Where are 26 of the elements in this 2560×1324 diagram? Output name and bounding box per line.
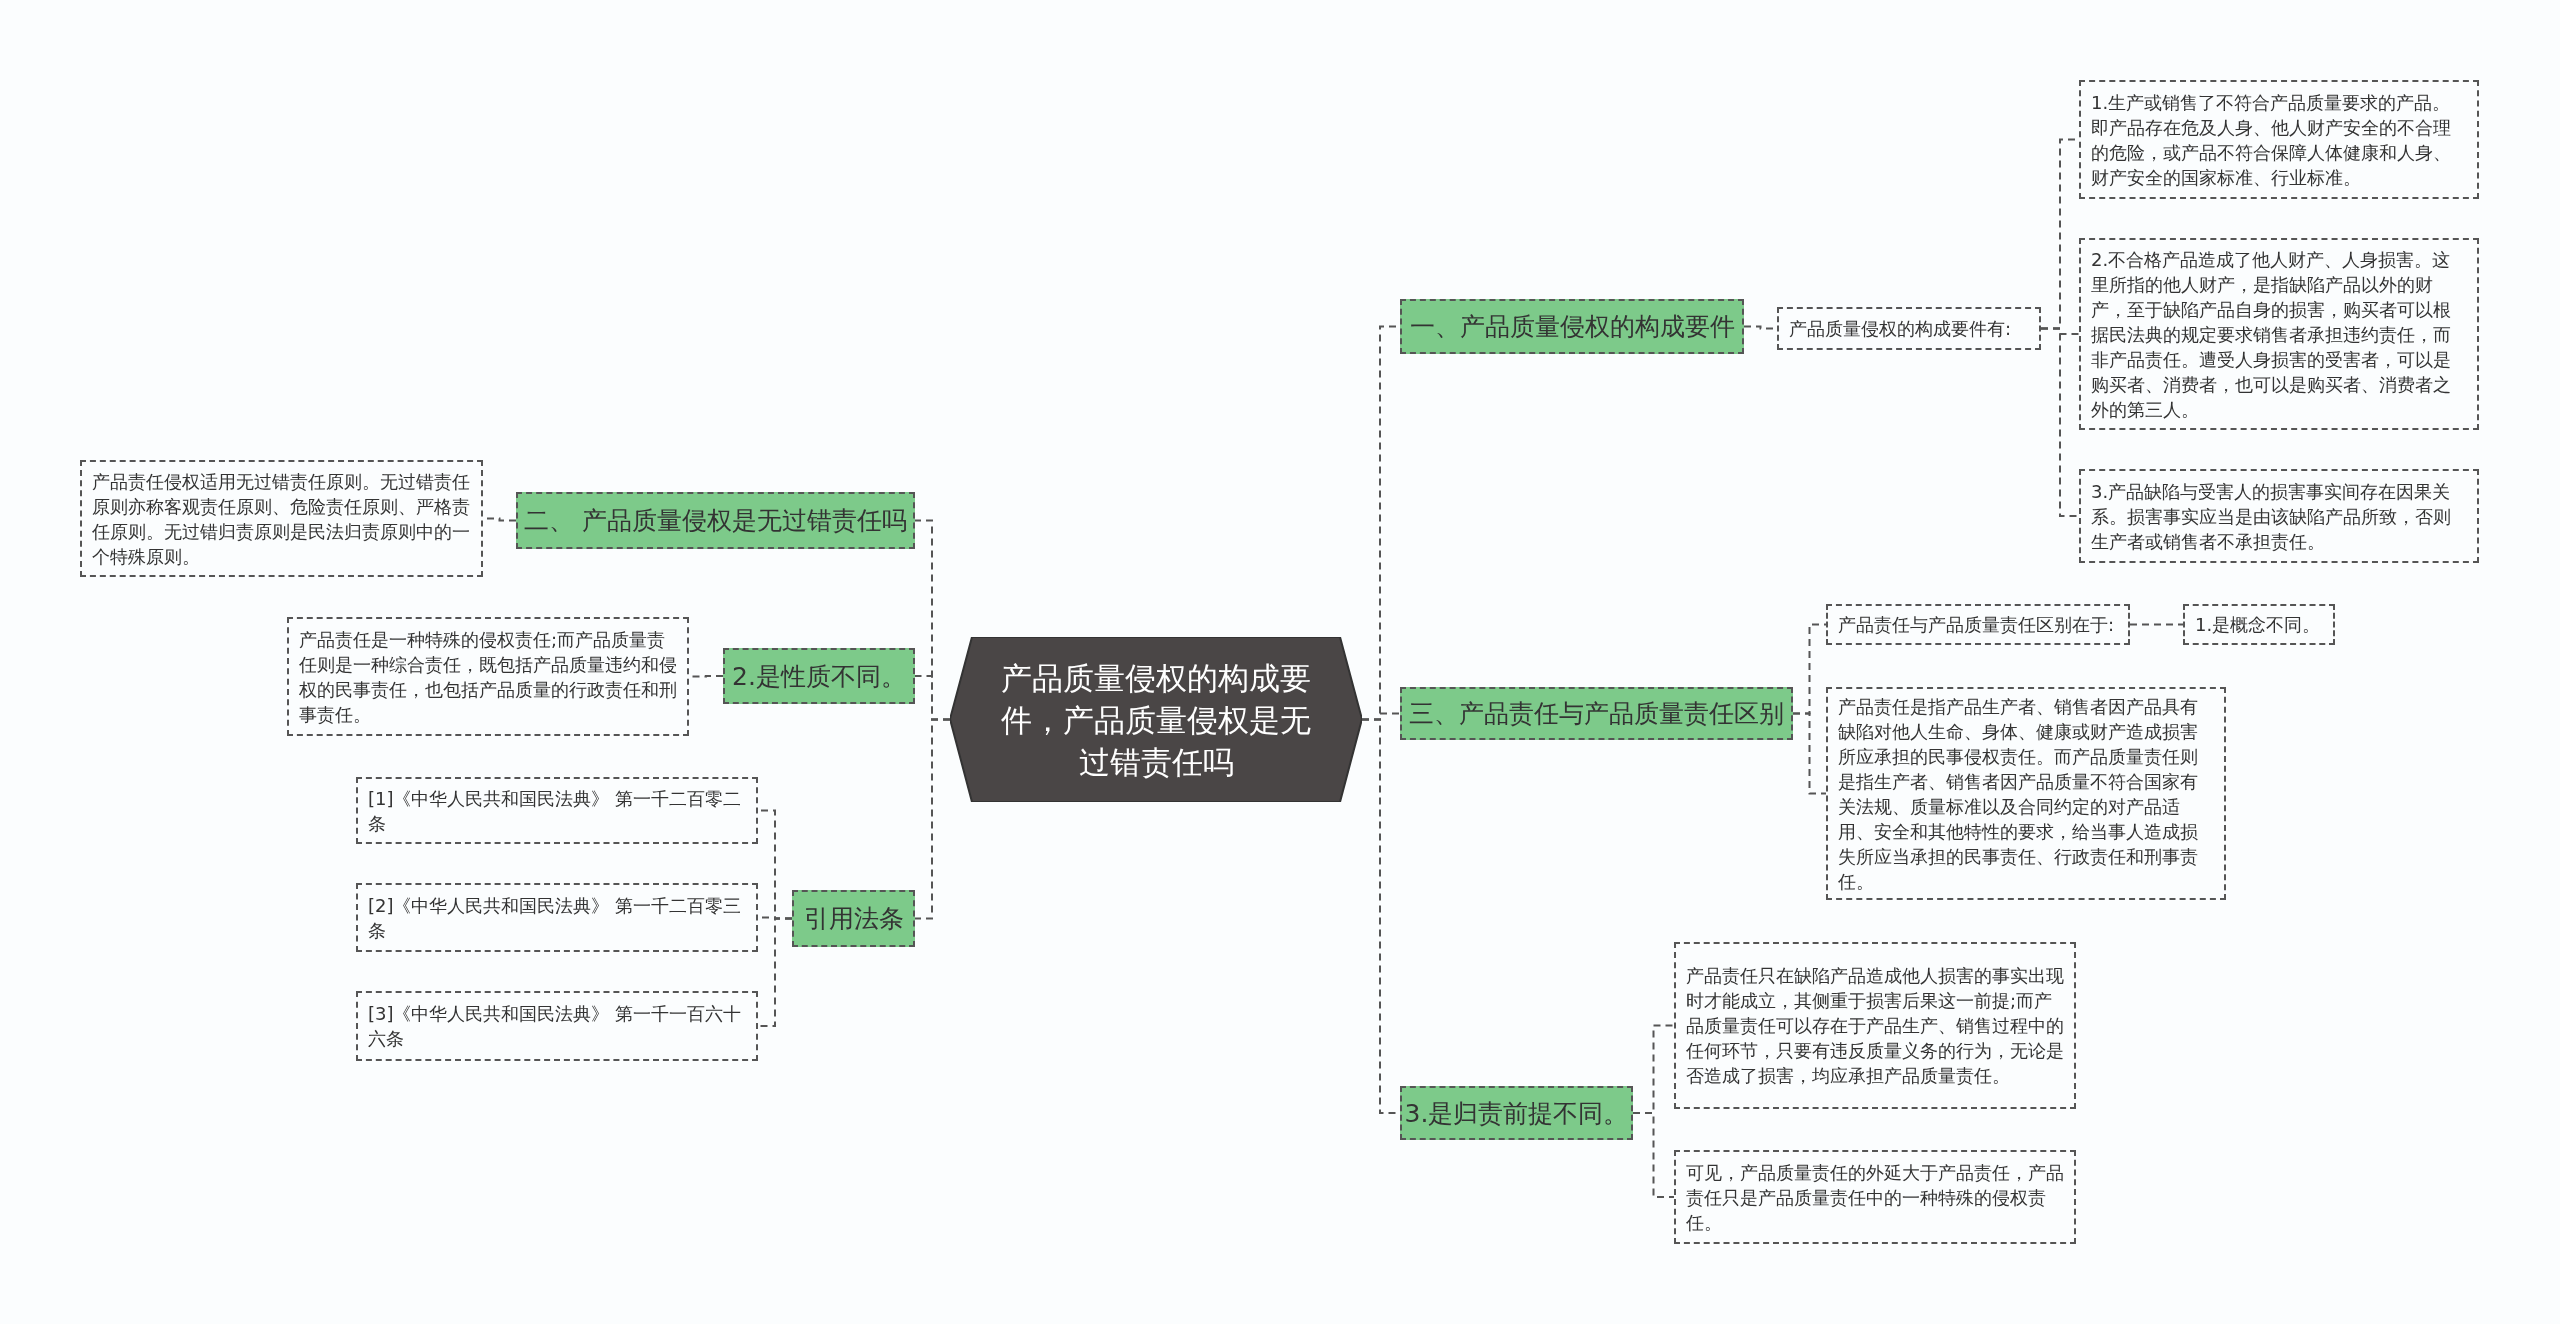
connector (2040, 327, 2080, 517)
note-box: 产品责任是指产品生产者、销售者因产品具有缺陷对他人生命、身体、健康或财产造成损害所应承担的民事侵权责任。而产品质量责任则是指生产者、销售者因产品质量不符合国家有关法规、质量标准以及合同约定的对产品适用、安全和其他特性的要求，给当事人造成损失所应当承担的民事责任、行政责任和刑事责任。 (1826, 687, 2226, 900)
connector (2129, 623, 2184, 626)
note-box: 1.生产或销售了不符合产品质量要求的产品。即产品存在危及人身、他人财产安全的不合理的危险，或产品不符合保障人体健康和人身、财产安全的国家标准、行业标准。 (2079, 80, 2479, 199)
topic-box: 三、产品责任与产品质量责任区别 (1400, 687, 1793, 740)
topic-box: 二、 产品质量侵权是无过错责任吗 (516, 492, 915, 549)
note-box: 产品质量侵权的构成要件有: (1777, 307, 2041, 350)
note-box: 可见，产品质量责任的外延大于产品责任，产品责任只是产品质量责任中的一种特殊的侵权责任。 (1674, 1150, 2076, 1244)
note-box: [1]《中华人民共和国民法典》 第一千二百零二条 (356, 777, 758, 844)
note-box: 2.不合格产品造成了他人财产、人身损害。这里所指的他人财产，是指缺陷产品以外的财产，至于缺陷产品自身的损害，购买者可以根据民法典的规定要求销售者承担违约责任，而非产品责任。遭受人身损害的受害者，可以是购买者、消费者，也可以是购买者、消费者之外的第三人。 (2079, 238, 2479, 430)
note-box: 1.是概念不同。 (2183, 604, 2335, 645)
topic-box: 一、产品质量侵权的构成要件 (1400, 299, 1744, 354)
note-box: 产品责任与产品质量责任区别在于: (1826, 604, 2130, 645)
topic-box: 3.是归责前提不同。 (1400, 1086, 1633, 1140)
topic-box: 2.是性质不同。 (723, 648, 915, 704)
note-box: 产品责任只在缺陷产品造成他人损害的事实出现时才能成立，其侧重于损害后果这一前提;而产品质量责任可以存在于产品生产、销售过程中的任何环节，只要有违反质量义务的行为，无论是否造成了损害，均应承担产品质量责任。 (1674, 942, 2076, 1109)
note-box: 产品责任是一种特殊的侵权责任;而产品质量责任则是一种综合责任，既包括产品质量违约和侵权的民事责任，也包括产品质量的行政责任和刑事责任。 (287, 617, 689, 736)
note-box: [3]《中华人民共和国民法典》 第一千一百六十六条 (356, 991, 758, 1061)
note-box: [2]《中华人民共和国民法典》 第一千二百零三条 (356, 883, 758, 952)
central-topic: 产品质量侵权的构成要件，产品质量侵权是无过错责任吗 (950, 637, 1362, 802)
note-box: 产品责任侵权适用无过错责任原则。无过错责任原则亦称客观责任原则、危险责任原则、严格责任原则。无过错归责原则是民法归责原则中的一个特殊原则。 (80, 460, 483, 577)
connector (1792, 712, 1827, 795)
connector (914, 718, 951, 920)
connector (1632, 1112, 1675, 1198)
note-box: 3.产品缺陷与受害人的损害事实间存在因果关系。损害事实应当是由该缺陷产品所致，否则生产者或销售者不承担责任。 (2079, 469, 2479, 563)
topic-box: 引用法条 (792, 890, 915, 947)
